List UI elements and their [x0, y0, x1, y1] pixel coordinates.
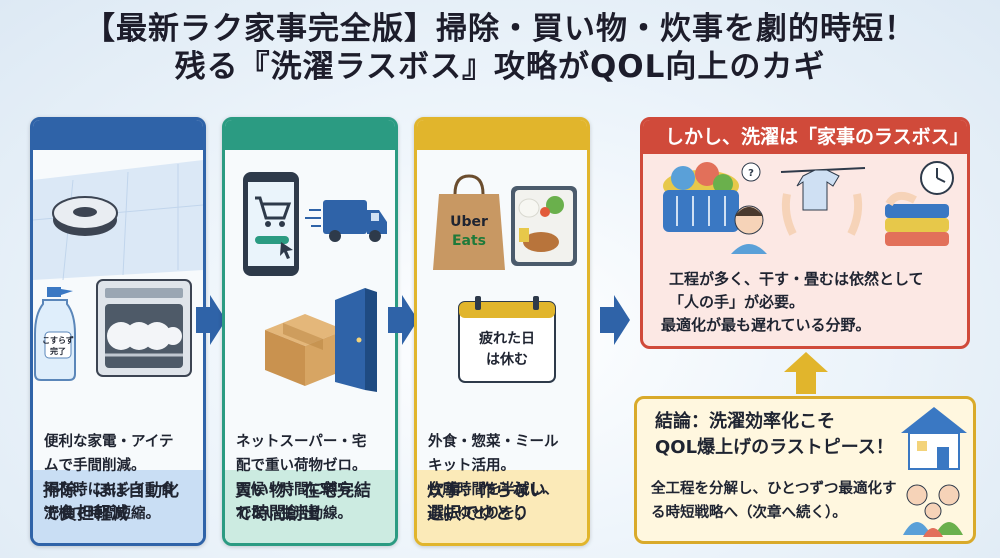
laundry-line-1: 工程が多く、干す・畳むは依然として: [669, 270, 924, 288]
conclusion-card: 結論：洗濯効率化こそ QOL爆上げのラストピース！ 全工程を分解し、ひとつずつ最…: [634, 396, 976, 544]
arrow-right-icon-1: [196, 295, 226, 345]
front-door-icon: [335, 288, 377, 392]
shopping-heading-line-1: 買い物：在宅完結: [235, 481, 371, 501]
cooking-description: 外食・惣菜・ミール キット活用。 台所時間を半減し、 心にゆとりを。: [428, 430, 588, 526]
conclusion-heading: 結論：洗濯効率化こそ QOL爆上げのラストピース！: [655, 409, 894, 461]
title-line-2: 残る『洗濯ラスボス』攻略がQOL向上のカギ: [174, 49, 826, 85]
bag-label-uber: Uber: [450, 214, 488, 230]
cleaning-illustration: こすらず 完了: [33, 150, 203, 470]
shopping-heading: 買い物：在宅完結 で時間創出: [225, 470, 395, 543]
conclusion-heading-line-1: 結論：洗濯効率化こそ: [655, 411, 835, 432]
shopping-desc-line-2: 配で重い荷物ゼロ。: [236, 458, 367, 474]
cooking-desc-line-4: 心にゆとりを。: [428, 506, 530, 522]
cooking-desc-line-3: 台所時間を半減し、: [428, 482, 559, 498]
cooking-card-band: [417, 120, 587, 150]
family-icon: [903, 484, 963, 537]
laundry-text: 工程が多く、干す・畳むは依然として 「人の手」が必要。 最適化が最も遅れている分…: [661, 268, 961, 337]
shopping-heading-line-2: で時間創出: [235, 504, 320, 524]
cooking-illustration: Uber Eats 疲れた日 は休む: [417, 150, 587, 470]
spray-label-1: こすらず: [42, 335, 74, 345]
shopping-desc-line-4: れない生活動線。: [236, 506, 352, 522]
laundry-line-3: 最適化が最も遅れている分野。: [661, 316, 871, 334]
cleaning-heading: 掃除：ほぼ自動化 で負担軽減: [33, 470, 203, 543]
cleaning-desc-line-3: 不在時にキレイ、食: [44, 482, 175, 498]
folded-towels-icon: [885, 191, 949, 246]
conclusion-line-2: る時短戦略へ（次章へ続く）。: [651, 505, 847, 521]
robot-vacuum-icon: [52, 196, 118, 236]
clock-icon: [920, 161, 954, 195]
shopping-card: 買い物：在宅完結 で時間創出: [222, 117, 398, 546]
cardboard-box-icon: [265, 314, 345, 386]
arrow-right-icon-3: [600, 295, 630, 345]
laundry-illustration: ?: [663, 161, 954, 254]
calendar-icon: 疲れた日 は休む: [458, 296, 556, 383]
arrow-up-icon: [784, 352, 828, 394]
takeout-bag-icon: Uber Eats: [433, 174, 505, 270]
worried-person-icon: ?: [731, 162, 767, 254]
cleaning-description: 便利な家電・アイテ ムで手間削減。 不在時にキレイ、食 洗機で時間短縮。: [44, 430, 204, 526]
shopping-desc-line-3: 天候・時間に縛ら: [236, 482, 352, 498]
cooking-heading-line-1: 炊事：作らない: [427, 481, 546, 501]
cleaning-heading-line-2: で負担軽減: [43, 504, 128, 524]
calendar-label-1: 疲れた日: [479, 330, 535, 347]
shopping-description: ネットスーパー・宅 配で重い荷物ゼロ。 天候・時間に縛ら れない生活動線。: [236, 430, 396, 526]
cooking-desc-line-2: キット活用。: [428, 458, 515, 474]
calendar-label-2: は休む: [486, 351, 528, 368]
cooking-heading: 炊事：作らない 選択でゆとり: [417, 470, 587, 543]
laundry-card: しかし、洗濯は「家事のラスボス」 ?: [640, 117, 970, 349]
svg-text:?: ?: [748, 168, 754, 179]
spray-label-2: 完了: [50, 346, 66, 356]
cooking-heading-line-2: 選択でゆとり: [427, 504, 529, 524]
laundry-line-2: 「人の手」が必要。: [669, 293, 805, 311]
arrow-right-icon-2: [388, 295, 418, 345]
clothesline-shirt-icon: [780, 167, 866, 236]
bag-label-eats: Eats: [452, 233, 486, 249]
page-title: 【最新ラク家事完全版】掃除・買い物・炊事を劇的時短！ 残る『洗濯ラスボス』攻略が…: [0, 10, 1000, 86]
cleaning-desc-line-4: 洗機で時間短縮。: [44, 506, 160, 522]
cleaning-heading-line-1: 掃除：ほぼ自動化: [43, 481, 179, 501]
shopping-card-band: [225, 120, 395, 150]
spray-bottle-icon: こすらず 完了: [34, 287, 76, 381]
conclusion-text: 全工程を分解し、ひとつずつ最適化す る時短戦略へ（次章へ続く）。: [651, 477, 911, 525]
delivery-truck-icon: [305, 200, 387, 242]
title-line-1: 【最新ラク家事完全版】掃除・買い物・炊事を劇的時短！: [84, 11, 916, 47]
cleaning-card-band: [33, 120, 203, 150]
shopping-desc-line-1: ネットスーパー・宅: [236, 434, 367, 450]
conclusion-line-1: 全工程を分解し、ひとつずつ最適化す: [651, 481, 897, 497]
laundry-heading: しかし、洗濯は「家事のラスボス」: [643, 120, 967, 154]
laundry-basket-icon: [663, 162, 739, 232]
house-icon: [901, 407, 967, 470]
bento-box-icon: [511, 186, 577, 266]
cleaning-desc-line-1: 便利な家電・アイテ: [44, 434, 174, 450]
dishwasher-icon: [96, 279, 192, 377]
shopping-illustration: [225, 150, 395, 470]
cooking-desc-line-1: 外食・惣菜・ミール: [428, 434, 559, 450]
cooking-card: Uber Eats 疲れた日 は休む 炊事：作らない: [414, 117, 590, 546]
cleaning-desc-line-2: ムで手間削減。: [44, 458, 146, 474]
family-home-illustration: [901, 407, 967, 537]
smartphone-cart-icon: [243, 172, 299, 276]
cleaning-card: こすらず 完了 掃除：ほぼ自動化 で負担軽減: [30, 117, 206, 546]
conclusion-heading-line-2: QOL爆上げのラストピース！: [655, 437, 894, 458]
